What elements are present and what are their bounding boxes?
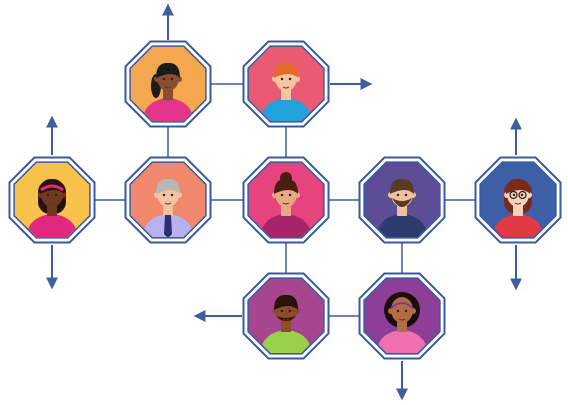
ear-left xyxy=(272,192,278,198)
ear-right xyxy=(294,76,300,82)
ear-left xyxy=(38,192,44,198)
eye-left xyxy=(280,193,284,197)
ear-left xyxy=(388,192,394,198)
eye-right xyxy=(288,309,292,313)
eye-left xyxy=(396,309,400,313)
neck xyxy=(513,204,523,216)
node-top-right xyxy=(242,40,330,128)
eye-left xyxy=(512,193,516,197)
shirt xyxy=(260,214,312,237)
neck xyxy=(397,204,407,216)
eye-left xyxy=(162,77,166,81)
shirt xyxy=(26,214,78,237)
mouth xyxy=(48,202,56,205)
arrows xyxy=(46,3,522,401)
person-avatar-icon xyxy=(260,62,312,121)
hair-band xyxy=(40,184,64,192)
eye-left xyxy=(162,193,166,197)
shirt xyxy=(260,98,312,121)
mouth xyxy=(514,202,522,205)
ear-left xyxy=(272,76,278,82)
ear-left xyxy=(272,308,278,314)
hair-top xyxy=(506,178,530,194)
hair-top xyxy=(274,62,298,78)
eye-left xyxy=(280,309,284,313)
eye-left xyxy=(396,193,400,197)
neck xyxy=(397,320,407,332)
beard xyxy=(276,316,296,321)
neck xyxy=(163,88,173,100)
ear-right xyxy=(176,76,182,82)
person-avatar-icon xyxy=(142,62,194,121)
eye-right xyxy=(170,77,174,81)
mouth xyxy=(398,318,406,321)
mouth xyxy=(164,86,172,89)
node-mid-right xyxy=(358,156,446,244)
eye-right xyxy=(520,193,524,197)
shirt xyxy=(376,330,428,353)
ear-right xyxy=(526,192,532,198)
shirt xyxy=(492,214,544,237)
eye-right xyxy=(404,193,408,197)
hair-top xyxy=(156,62,180,78)
eye-right xyxy=(404,309,408,313)
person-avatar-icon xyxy=(376,178,428,237)
neck xyxy=(163,204,173,216)
ear-left xyxy=(154,192,160,198)
eye-left xyxy=(280,77,284,81)
neck xyxy=(281,320,291,332)
eye-right xyxy=(170,193,174,197)
ear-left xyxy=(154,76,160,82)
shirt xyxy=(260,330,312,353)
hair-top xyxy=(390,178,414,194)
shirt xyxy=(376,214,428,237)
mouth xyxy=(282,86,290,89)
beard xyxy=(392,198,412,207)
person-avatar-icon xyxy=(142,178,194,237)
person-avatar-icon xyxy=(260,172,312,237)
eye-left xyxy=(46,193,50,197)
node-far-right xyxy=(474,156,562,244)
node-top-left xyxy=(124,40,212,128)
person-avatar-icon xyxy=(376,292,428,353)
ear-right xyxy=(294,192,300,198)
person-avatar-icon xyxy=(260,294,312,353)
neck xyxy=(281,88,291,100)
ear-left xyxy=(388,308,394,314)
ear-left xyxy=(504,192,510,198)
mouth xyxy=(282,318,290,321)
person-nodes xyxy=(8,40,562,360)
mouth xyxy=(164,202,172,205)
node-mid-left xyxy=(124,156,212,244)
mouth xyxy=(282,202,290,205)
eye-right xyxy=(288,77,292,81)
ear-right xyxy=(60,192,66,198)
node-bottom-left xyxy=(242,272,330,360)
node-mid-far-left xyxy=(8,156,96,244)
neck xyxy=(281,204,291,216)
shirt xyxy=(142,98,194,121)
hair-band xyxy=(390,302,414,309)
ear-right xyxy=(410,308,416,314)
neck xyxy=(47,204,57,216)
glasses-lens-right xyxy=(518,190,527,200)
ear-right xyxy=(294,308,300,314)
node-center xyxy=(242,156,330,244)
necktie xyxy=(164,215,172,237)
person-avatar-icon xyxy=(492,178,544,237)
ear-right xyxy=(176,192,182,198)
hair-top xyxy=(274,294,298,310)
hair-top xyxy=(274,178,298,194)
ear-right xyxy=(410,192,416,198)
glasses-lens-left xyxy=(509,190,518,200)
hair-top xyxy=(156,178,180,194)
eye-right xyxy=(288,193,292,197)
node-bottom-right xyxy=(358,272,446,360)
eye-right xyxy=(54,193,58,197)
person-avatar-icon xyxy=(26,178,78,237)
head xyxy=(391,297,413,323)
